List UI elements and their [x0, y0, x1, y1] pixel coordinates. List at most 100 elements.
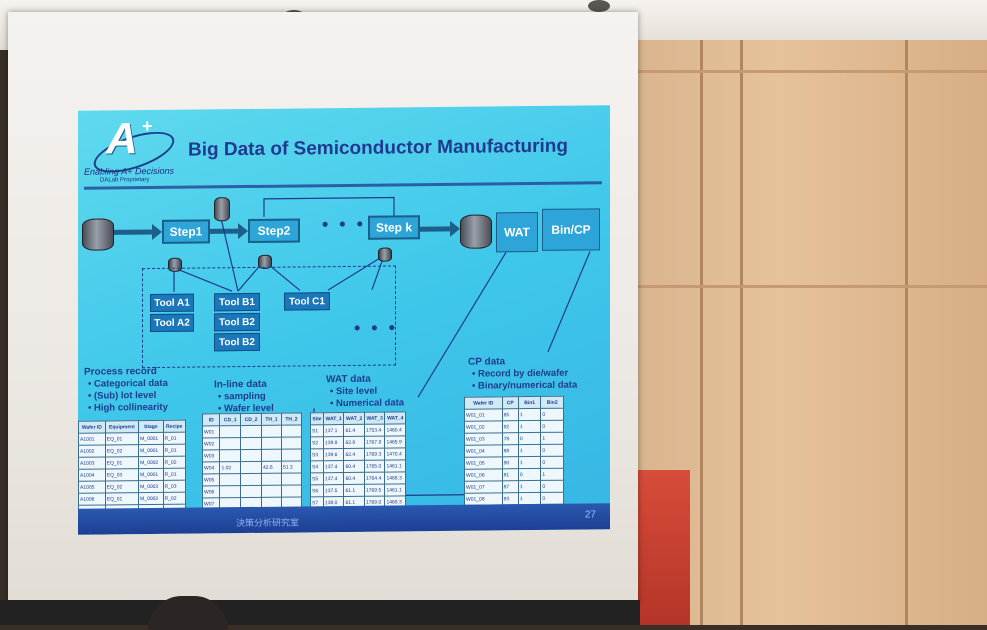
table-cell — [220, 450, 241, 462]
table-row: W05 — [203, 473, 302, 486]
table-cell — [261, 425, 281, 437]
table-cell: 0 — [518, 432, 541, 444]
bullet: Categorical data — [88, 378, 168, 391]
table-cell: A1005 — [79, 481, 106, 493]
table-cell — [241, 425, 262, 437]
table-cell: 1767.9 — [364, 436, 385, 448]
arrowhead — [238, 223, 248, 239]
table-cell — [261, 437, 281, 449]
table-cell: WAT_2 — [344, 412, 365, 424]
table-cell — [281, 425, 301, 437]
page-number: 27 — [585, 509, 596, 520]
table-cell: EQ_01 — [105, 493, 138, 505]
arrowhead — [152, 224, 162, 240]
table-cell: S1 — [311, 425, 324, 437]
table-cell: 1753.4 — [364, 424, 385, 436]
table-cell — [220, 438, 241, 450]
table-cell: CD_2 — [241, 413, 262, 425]
table-cell: 0 — [541, 456, 564, 468]
ceiling-light — [588, 0, 610, 12]
table-cell: R_01 — [163, 444, 185, 456]
wat-data-title: WAT data — [326, 374, 371, 385]
table-cell: 90 — [502, 457, 518, 469]
table-row: W03 — [203, 449, 302, 462]
table-cell: 1468.3 — [385, 472, 406, 484]
table-cell: 1 — [518, 420, 541, 432]
wall-seam — [700, 40, 703, 625]
bullet: sampling — [218, 391, 274, 404]
table-cell: 0 — [541, 492, 564, 504]
table-cell: EQ_01 — [105, 433, 138, 445]
table-cell: 60.4 — [344, 460, 365, 472]
tool-c1: Tool C1 — [284, 292, 330, 310]
table-cell: Stage — [139, 420, 163, 432]
table-cell: W02 — [203, 438, 220, 450]
wat-box: WAT — [496, 212, 538, 252]
table-cell: 0 — [541, 444, 564, 456]
table-cell: 1 — [541, 432, 564, 444]
table-cell: 1 — [541, 468, 564, 480]
table-cell — [220, 474, 241, 486]
table-cell: 42.6 — [261, 461, 281, 473]
table-cell: 137.1 — [323, 425, 344, 437]
table-cell: A1001 — [79, 433, 106, 445]
bullet: High collinearity — [88, 402, 168, 415]
database-icon — [378, 247, 392, 261]
inline-data-title: In-line data — [214, 379, 267, 391]
table-cell: R_01 — [163, 432, 185, 444]
table-cell: A1004 — [79, 469, 106, 481]
table-cell: EQ_02 — [105, 481, 138, 493]
bin-cp-box: Bin/CP — [542, 208, 600, 251]
table-cell — [281, 473, 301, 485]
table-cell: R_03 — [163, 480, 185, 492]
screen-bottom-edge — [0, 600, 640, 625]
table-cell: 62.8 — [344, 436, 365, 448]
table-cell — [220, 426, 241, 438]
table-cell — [241, 461, 262, 473]
table-cell — [281, 485, 301, 497]
table-cell: TH_1 — [261, 413, 281, 425]
table-cell: 93 — [502, 493, 518, 505]
table-cell: 0 — [541, 480, 564, 492]
wall-hseam — [635, 285, 987, 288]
inline-data-bullets: sampling Wafer level — [218, 391, 274, 416]
table-cell: W01_03 — [465, 433, 503, 445]
step-k: Step k — [368, 215, 420, 240]
table-cell: 1460.4 — [385, 424, 406, 436]
table-cell: 85 — [502, 409, 518, 421]
table-cell — [261, 485, 281, 497]
table-cell: 62.4 — [344, 448, 365, 460]
table-cell: Site — [311, 413, 324, 425]
table-cell: 1 — [518, 456, 541, 468]
table-cell: W01_05 — [465, 457, 503, 469]
table-cell: M_0002 — [139, 492, 163, 504]
table-cell: 1 — [518, 480, 541, 492]
tools-ellipsis: • • • — [354, 317, 398, 338]
bullet: Binary/numerical data — [472, 380, 577, 393]
wat-data-bullets: Site level Numerical data — [330, 385, 404, 410]
tool-a2: Tool A2 — [150, 314, 194, 332]
bullet: Record by die/wafer — [472, 368, 577, 381]
table-cell: 51.3 — [281, 461, 301, 473]
table-row: W02 — [203, 437, 302, 450]
step-2: Step2 — [248, 218, 300, 243]
table-cell — [281, 437, 301, 449]
table-cell: ID — [203, 414, 220, 426]
table-cell: W05 — [203, 474, 220, 486]
table-row: W01 — [203, 425, 302, 438]
table-cell: 1 — [518, 492, 541, 504]
table-cell: 0 — [541, 420, 564, 432]
table-cell: 1465.9 — [385, 436, 406, 448]
table-cell: 61.1 — [344, 484, 365, 496]
slide: A + Enabling A+ Decisions DALab Propriet… — [78, 105, 610, 535]
database-icon — [214, 197, 230, 221]
tool-b1: Tool B1 — [214, 293, 260, 311]
table-cell: 137.5 — [323, 485, 344, 497]
